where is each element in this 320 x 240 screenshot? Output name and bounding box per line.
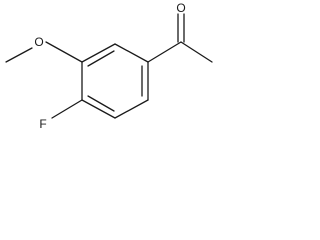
ring-bond-c1-c2 bbox=[114, 43, 149, 63]
methoxy-group: O bbox=[5, 35, 83, 63]
ring-bond-c5-c6 bbox=[114, 99, 149, 119]
bond-ring-to-carbonyl-carbon bbox=[147, 41, 182, 63]
bond-carbonyl-to-methyl bbox=[180, 41, 213, 63]
bond-methoxy-oxygen-to-methyl bbox=[5, 47, 33, 63]
fluoro-group: F bbox=[39, 99, 83, 131]
ring-double-bond-c4-c5 bbox=[87, 95, 115, 112]
atom-label-oxygen-methoxy: O bbox=[34, 35, 43, 49]
acetyl-group: O bbox=[147, 1, 213, 63]
ring-double-bond-c2-c3 bbox=[87, 50, 115, 67]
ring-bond-c2-c3 bbox=[81, 43, 116, 63]
benzene-ring bbox=[81, 43, 149, 119]
chemical-structure: O O F bbox=[5, 1, 213, 131]
atom-label-fluorine: F bbox=[39, 117, 46, 131]
ring-bond-c4-c5 bbox=[81, 99, 116, 119]
atom-label-oxygen-carbonyl: O bbox=[176, 1, 185, 15]
bond-ring-to-fluorine bbox=[51, 99, 83, 119]
bond-ring-to-methoxy-oxygen bbox=[45, 41, 83, 63]
